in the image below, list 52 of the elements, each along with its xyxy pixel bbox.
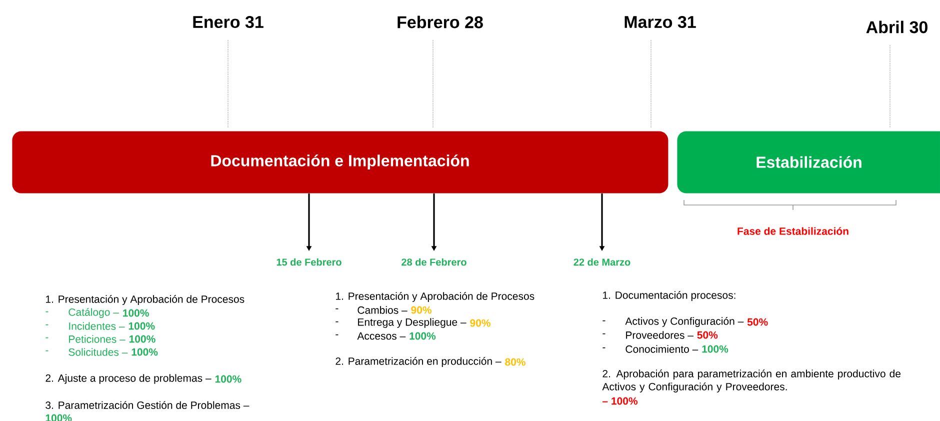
list-item: Conocimiento – (626, 345, 698, 353)
list-item: Proveedores – (626, 331, 694, 339)
bullet: - (602, 320, 606, 322)
list-item: Solicitudes – (68, 348, 128, 356)
list-item: Entrega y Despliegue – (358, 318, 466, 328)
list-item: Accesos – (357, 332, 406, 340)
percentage: 100% (702, 345, 728, 353)
percentage: 50% (697, 331, 718, 339)
percentage: 100% (215, 375, 242, 383)
milestone-date: 22 de Marzo (574, 258, 630, 266)
bullet: - (336, 308, 338, 310)
list-heading: 1. Presentación y Aprobación de Procesos (336, 292, 534, 302)
list-item: Incidentes – (69, 322, 125, 330)
bullet: - (46, 324, 48, 326)
list-heading: 2. Parametrización en producción – (336, 357, 502, 367)
percentage: 100% (128, 322, 155, 330)
percentage: 80% (505, 358, 526, 366)
percentage: 100% (129, 335, 156, 343)
bullet: - (46, 337, 48, 338)
bullet: - (336, 334, 338, 336)
percentage: 90% (411, 306, 432, 314)
bullet: - (602, 333, 606, 334)
list-heading: 2. Ajuste a proceso de problemas – (46, 374, 212, 384)
bullet: - (336, 321, 338, 322)
phase-label: Fase de Estabilización (738, 227, 848, 235)
list-heading: 1. Presentación y Aprobación de Procesos (46, 295, 244, 305)
list-heading: 2. Aprobación para parametrización en ambiente productivo de Activos y Configuración y Proveedores. (602, 370, 900, 392)
list-heading: 3. Parametrización Gestión de Problemas – (46, 401, 250, 409)
date-heading: Febrero 28 (398, 16, 483, 28)
milestone-date: 28 de Febrero (402, 258, 466, 266)
bar-title: Estabilización (756, 156, 862, 168)
percentage: 100% (132, 348, 158, 356)
percentage: – 100% (602, 397, 638, 405)
phase-bar (677, 131, 940, 194)
date-heading: Marzo 31 (624, 16, 696, 28)
percentage: 90% (470, 319, 490, 327)
list-item: Catálogo – (68, 308, 119, 318)
percentage: 100% (123, 309, 149, 317)
percentage: 100% (410, 332, 436, 340)
date-heading: Abril 30 (866, 20, 928, 34)
percentage: 50% (747, 318, 768, 326)
date-heading: Enero 31 (193, 16, 264, 28)
list-item: Cambios – (358, 306, 408, 314)
bullet: - (46, 311, 48, 312)
list-heading: 1. Documentación procesos: (603, 291, 736, 301)
list-item: Peticiones – (69, 335, 126, 343)
bar-title: Documentación e Implementación (211, 154, 469, 170)
bullet: - (602, 347, 606, 348)
list-item: Activos y Configuración – (625, 317, 744, 327)
milestone-date: 15 de Febrero (276, 258, 342, 266)
bullet: - (46, 350, 48, 352)
phase-bar (12, 131, 668, 194)
